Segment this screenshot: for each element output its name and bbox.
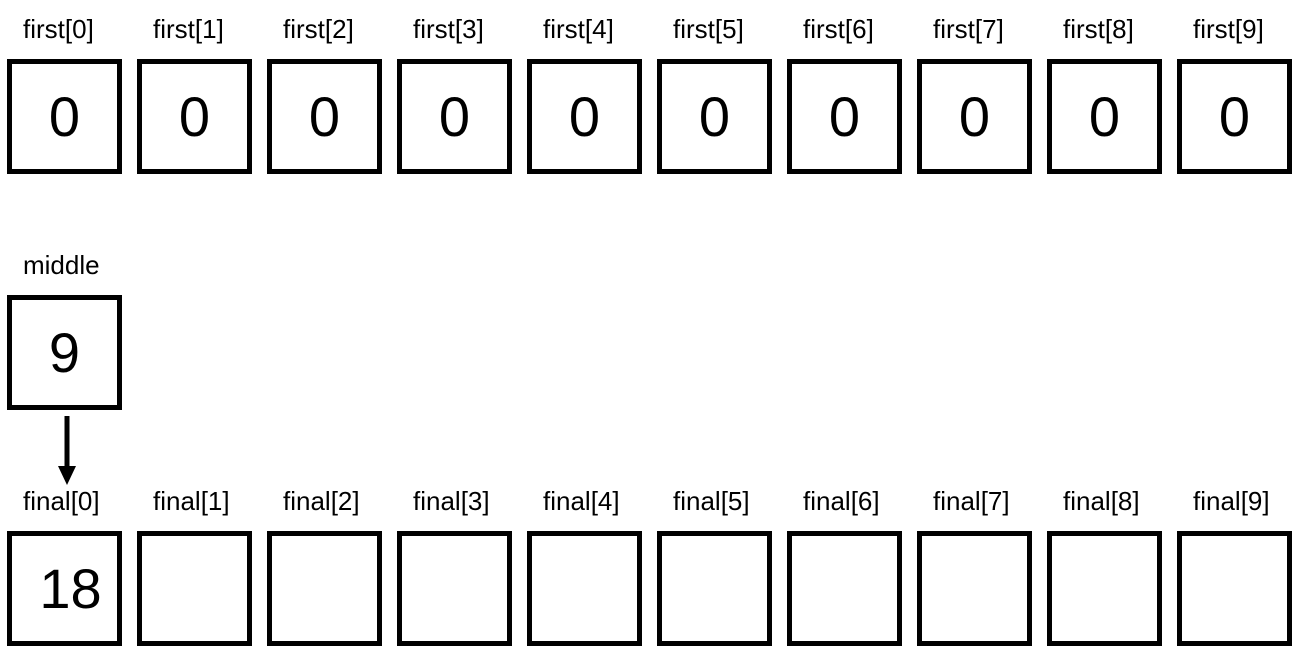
final-label-5: final[5] [673, 486, 750, 516]
first-label-9: first[9] [1193, 14, 1264, 44]
first-box-8: 0 [1047, 59, 1162, 174]
first-label-6: first[6] [803, 14, 874, 44]
first-label-8: first[8] [1063, 14, 1134, 44]
first-box-7: 0 [917, 59, 1032, 174]
first-value-5: 0 [698, 84, 731, 148]
first-box-1: 0 [137, 59, 252, 174]
final-label-3: final[3] [413, 486, 490, 516]
final-box-7 [917, 531, 1032, 646]
first-value-9: 0 [1218, 84, 1251, 148]
final-value-0: 18 [39, 556, 102, 620]
final-box-0: 18 [7, 531, 122, 646]
first-label-2: first[2] [283, 14, 354, 44]
first-box-4: 0 [527, 59, 642, 174]
middle-label: middle [23, 250, 100, 280]
final-box-1 [137, 531, 252, 646]
first-value-1: 0 [178, 84, 211, 148]
first-label-1: first[1] [153, 14, 224, 44]
final-label-0: final[0] [23, 486, 100, 516]
first-value-4: 0 [568, 84, 601, 148]
first-label-0: first[0] [23, 14, 94, 44]
final-box-5 [657, 531, 772, 646]
first-box-6: 0 [787, 59, 902, 174]
first-label-4: first[4] [543, 14, 614, 44]
first-value-0: 0 [48, 84, 81, 148]
final-label-9: final[9] [1193, 486, 1270, 516]
final-label-4: final[4] [543, 486, 620, 516]
first-value-8: 0 [1088, 84, 1121, 148]
first-label-3: first[3] [413, 14, 484, 44]
first-value-6: 0 [828, 84, 861, 148]
final-box-6 [787, 531, 902, 646]
first-box-9: 0 [1177, 59, 1292, 174]
final-label-2: final[2] [283, 486, 360, 516]
first-box-0: 0 [7, 59, 122, 174]
final-label-8: final[8] [1063, 486, 1140, 516]
final-box-4 [527, 531, 642, 646]
first-box-5: 0 [657, 59, 772, 174]
first-box-3: 0 [397, 59, 512, 174]
final-label-6: final[6] [803, 486, 880, 516]
first-value-7: 0 [958, 84, 991, 148]
middle-box: 9 [7, 295, 122, 410]
first-value-3: 0 [438, 84, 471, 148]
first-value-2: 0 [308, 84, 341, 148]
final-label-7: final[7] [933, 486, 1010, 516]
final-label-1: final[1] [153, 486, 230, 516]
final-box-8 [1047, 531, 1162, 646]
middle-value: 9 [48, 320, 81, 384]
arrow-head [58, 466, 76, 485]
first-label-7: first[7] [933, 14, 1004, 44]
first-box-2: 0 [267, 59, 382, 174]
final-box-9 [1177, 531, 1292, 646]
final-box-3 [397, 531, 512, 646]
final-box-2 [267, 531, 382, 646]
first-label-5: first[5] [673, 14, 744, 44]
